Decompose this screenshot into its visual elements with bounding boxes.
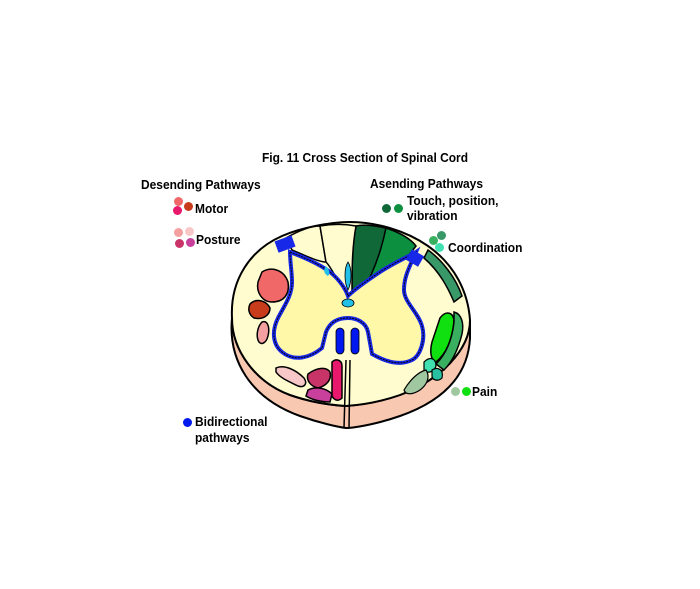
dorsal-cyan-small xyxy=(324,266,330,276)
posture-dot-4 xyxy=(186,238,195,247)
posture-tract-light xyxy=(275,366,307,388)
coordination-strip xyxy=(434,311,464,371)
posture-dot-1 xyxy=(174,228,183,237)
bidirectional-label-line1: Bidirectional xyxy=(195,414,268,429)
posture-dot-3 xyxy=(175,239,184,248)
bidirectional-dot xyxy=(183,418,192,427)
motor-dot-2 xyxy=(184,202,193,211)
pain-label: Pain xyxy=(472,384,498,399)
motor-label: Motor xyxy=(195,201,229,216)
motor-tract-large xyxy=(256,268,290,303)
coordination-label: Coordination xyxy=(448,240,523,255)
gray-matter-outline xyxy=(273,250,424,364)
bidirectional-left xyxy=(335,327,345,355)
central-canal xyxy=(341,298,355,308)
touch-dot-2 xyxy=(394,204,403,213)
motor-tract-dark xyxy=(248,299,271,320)
posture-tract-magenta xyxy=(305,387,333,403)
dorsal-cyan-spot xyxy=(344,261,352,291)
posture-dot-2 xyxy=(185,227,194,236)
coordination-cyan-2 xyxy=(431,367,443,381)
bidirectional-right xyxy=(350,327,360,355)
posture-label: Posture xyxy=(196,232,241,247)
blue-patch-left xyxy=(274,235,296,253)
anterior-fissure xyxy=(343,359,351,429)
motor-dot-3 xyxy=(173,206,182,215)
coordination-dot-2 xyxy=(437,231,446,240)
pain-dot-2 xyxy=(462,387,471,396)
touch-label-line2: vibration xyxy=(407,208,458,223)
posture-tract-pink xyxy=(256,320,270,345)
blue-patch-right xyxy=(405,249,425,267)
ascending-heading: Asending Pathways xyxy=(370,176,483,191)
motor-dot-1 xyxy=(174,197,183,206)
coordination-band xyxy=(423,248,463,304)
bidirectional-label-line2: pathways xyxy=(195,430,250,445)
touch-dot-1 xyxy=(382,204,391,213)
pain-dot-1 xyxy=(451,387,460,396)
figure-title: Fig. 11 Cross Section of Spinal Cord xyxy=(262,150,469,165)
pain-pale xyxy=(403,369,429,395)
touch-label-line1: Touch, position, xyxy=(407,193,499,208)
motor-tract-red xyxy=(331,359,343,401)
coordination-dot-1 xyxy=(429,236,438,245)
posture-tract-crimson xyxy=(306,367,332,389)
coordination-dot-3 xyxy=(435,243,444,252)
descending-heading: Desending Pathways xyxy=(141,177,261,192)
